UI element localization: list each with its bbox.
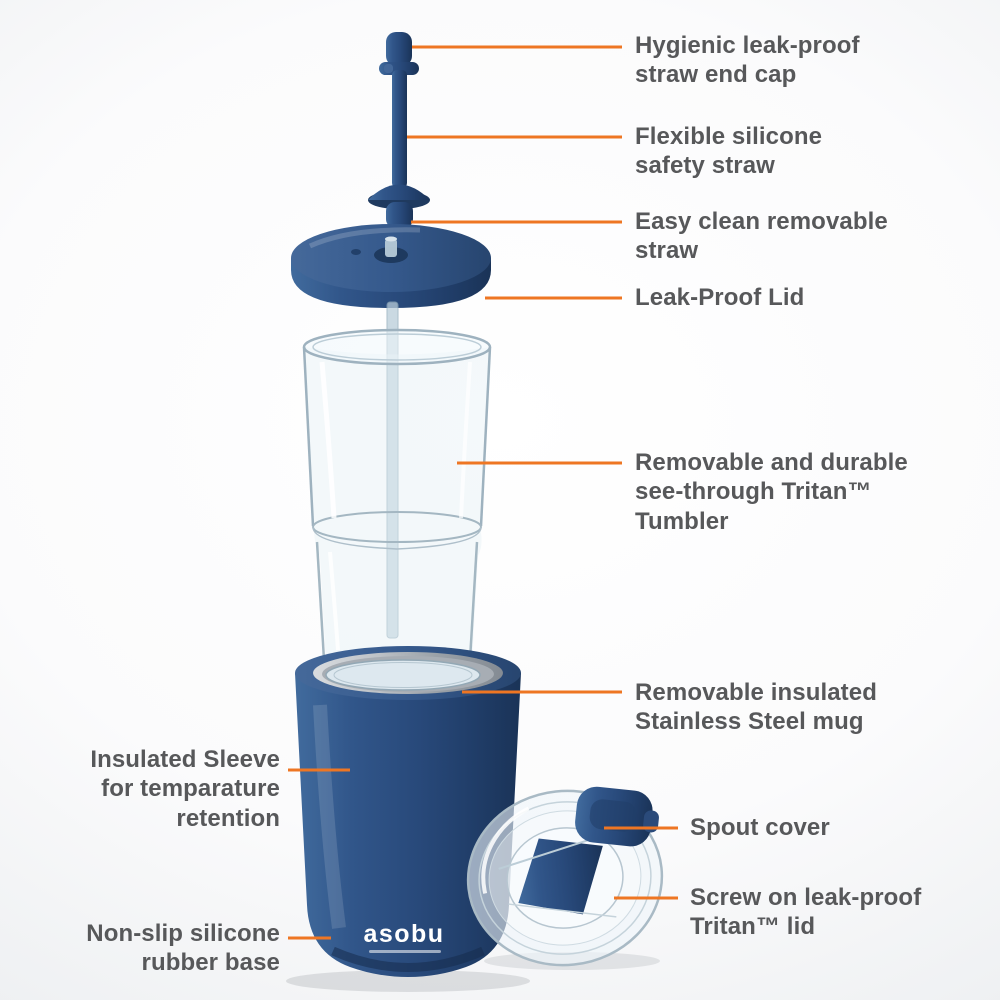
callout-tritan-tumbler: Removable and durable see-through Tritan… [635,449,908,535]
callout-removable-straw: Easy clean removable straw [635,208,888,265]
callout-spout-cover: Spout cover [690,814,830,841]
callout-straw-end-cap: Hygienic leak-proof straw end cap [635,32,860,89]
spout-cover [575,786,659,847]
callout-insulated-sleeve: Insulated Sleeve for temparature retenti… [90,746,280,832]
brand-tagline-mark [369,950,441,953]
straw-inside-tumbler [386,301,399,639]
callout-safety-straw: Flexible silicone safety straw [635,123,823,180]
callout-tritan-lid: Screw on leak-proof Tritan™ lid [690,884,922,941]
callout-rubber-base: Non-slip silicone rubber base [86,920,280,977]
callout-stainless-mug: Removable insulated Stainless Steel mug [635,679,877,736]
straw-stub [385,239,397,257]
straw-end-cap [379,32,419,75]
leader-lines [288,45,678,940]
brand-logo: asobu [363,920,444,948]
straw-collar [368,184,430,228]
insulated-sleeve [295,673,521,977]
callout-leak-proof-lid: Leak-Proof Lid [635,284,805,311]
silicone-straw [392,70,407,188]
tritan-tumbler [302,328,492,669]
leak-proof-lid [291,224,491,308]
lid-vent-mark [351,249,361,255]
tritan-screw-lid [466,786,664,967]
stainless-steel-mug: asobu [295,646,521,977]
lid-slider-band [518,838,603,915]
non-slip-rubber-base [331,946,485,972]
mug-shadow [286,970,530,992]
